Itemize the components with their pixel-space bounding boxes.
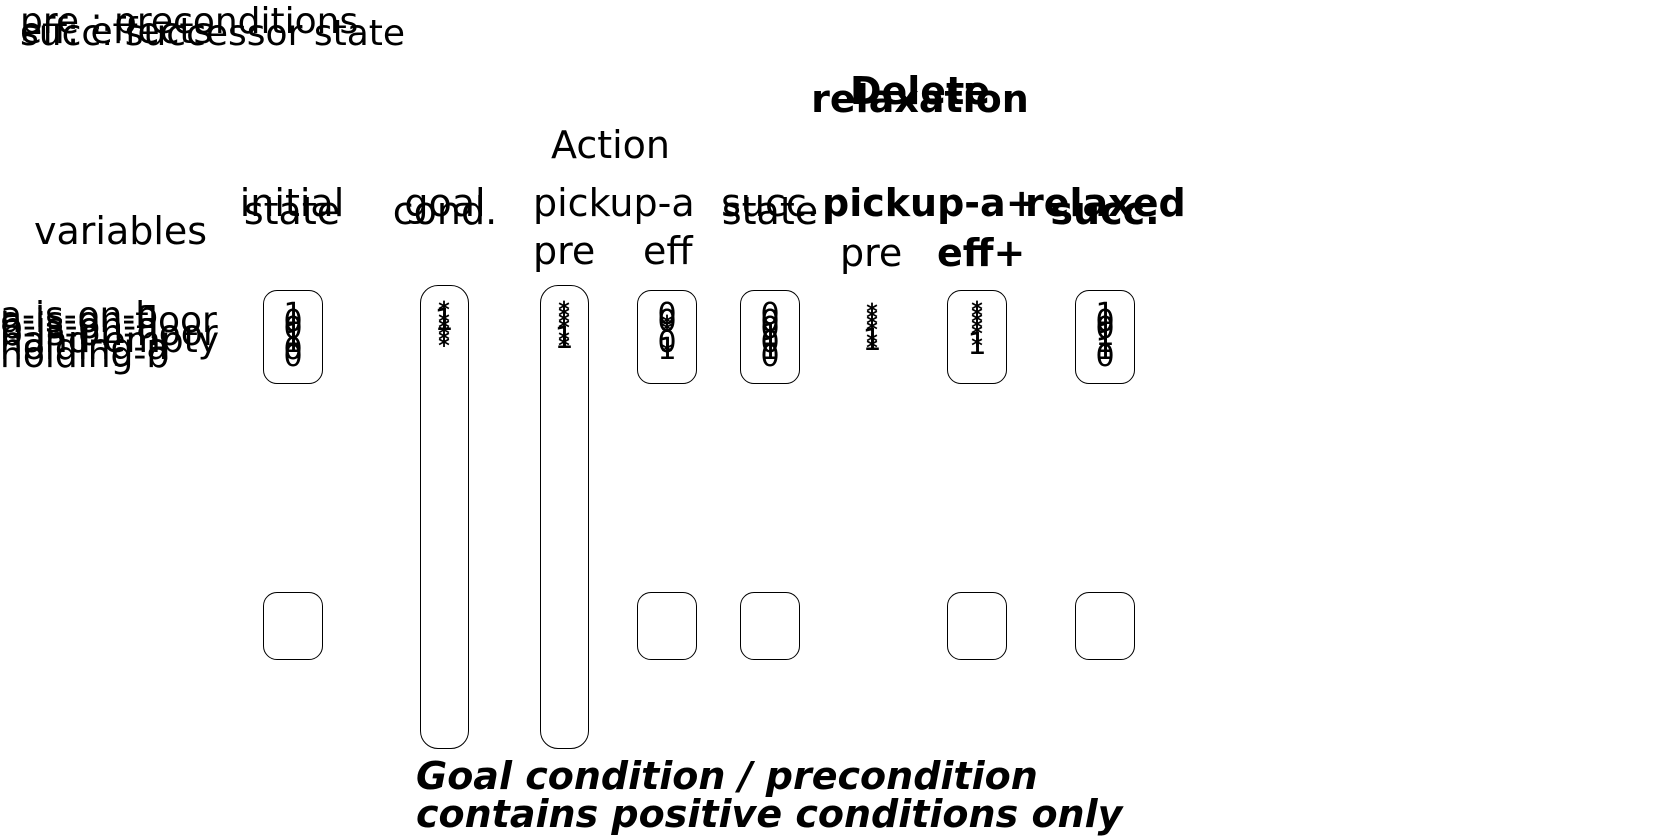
pickup-pre-cell: * [558, 328, 570, 353]
note-line2: contains positive conditions only [416, 792, 1123, 836]
relaxed-pre-cell: 1 [862, 323, 882, 358]
note-line1: Goal condition / precondition [416, 754, 1038, 798]
pickup-eff-cell: 1 [657, 332, 677, 367]
relaxed-pre-cell: * [866, 300, 878, 325]
relaxed-eff-header: eff+ [937, 231, 1026, 275]
pickup-pre-cell: * [558, 334, 570, 359]
pickup-pre-cell: * [558, 310, 570, 335]
pickup-eff-cell: 0 [657, 304, 677, 339]
relaxed-eff-cell: 1 [967, 327, 987, 362]
relaxed-succ-cell: 1 [1095, 332, 1115, 367]
relaxed-succ-box [1075, 290, 1135, 384]
initial-state-header-2: state [243, 189, 341, 233]
relaxed-succ-cell: 0 [1095, 304, 1115, 339]
succ-state-header-1: succ. [721, 181, 819, 225]
goal-cond-cell: * [438, 334, 450, 359]
relaxed-succ-header-2: succ. [1050, 189, 1160, 233]
relaxed-eff-lower-box [947, 592, 1007, 660]
initial-state-lower-box [263, 592, 323, 660]
succ-state-cell: 0 [760, 297, 780, 332]
relaxed-eff-cell: * [971, 322, 983, 347]
pickup-eff-cell: 0 [657, 325, 677, 360]
legend-eff: eff: effects [20, 11, 213, 52]
initial-state-cell: 0 [283, 304, 303, 339]
action-header: Action [551, 123, 671, 167]
goal-cond-cell: * [438, 316, 450, 341]
goal-cond-box [420, 285, 469, 749]
succ-state-lower-box [740, 592, 800, 660]
pickup-eff-header: eff [643, 229, 693, 273]
goal-cond-cell: * [438, 322, 450, 347]
variable-label: hand-empty [0, 320, 220, 361]
relaxed-eff-cell: * [971, 304, 983, 329]
initial-state-cell: 0 [283, 339, 303, 374]
pickup-pre-cell: 1 [554, 321, 574, 356]
delete-relaxation-line2: relaxation [811, 77, 1029, 121]
relaxed-succ-lower-box [1075, 592, 1135, 660]
relaxed-eff-cell: * [971, 316, 983, 341]
relaxed-eff-cell: * [971, 334, 983, 359]
pickup-eff-cell: * [661, 319, 673, 344]
pickup-pre-cell: * [558, 304, 570, 329]
goal-cond-header-2: cond. [392, 189, 498, 233]
initial-state-box [263, 290, 323, 384]
goal-cond-cell: * [438, 298, 450, 323]
pickup-eff-box [637, 290, 697, 384]
variable-label: holding-b [0, 335, 170, 376]
relaxed-eff-cell: * [971, 298, 983, 323]
relaxed-action-header: pickup-a+ [822, 181, 1038, 225]
succ-state-cell: 0 [760, 339, 780, 374]
variable-label: a-is-on-b [0, 295, 159, 336]
pickup-eff-cell: 0 [657, 297, 677, 332]
variable-label: holding-a [0, 327, 169, 368]
succ-state-cell: 0 [760, 311, 780, 346]
pickup-pre-header-2: pre [533, 229, 596, 273]
relaxed-eff-box [947, 290, 1007, 384]
legend-pre: pre : preconditions [20, 1, 359, 42]
relaxed-pre-header: pre [840, 231, 903, 275]
succ-state-cell: 0 [760, 325, 780, 360]
pickup-eff-lower-box [637, 592, 697, 660]
succ-state-cell: 1 [760, 332, 780, 367]
variable-label: b-is-on-a [0, 306, 159, 347]
pickup-pre-header-1: pickup-a [533, 181, 695, 225]
succ-state-box [740, 290, 800, 384]
goal-cond-header-1: goal [404, 181, 486, 225]
delete-relaxation-line1: Delete [849, 69, 991, 113]
variable-label: a-is-on-floor [0, 300, 217, 341]
relaxed-pre-cell: * [866, 330, 878, 355]
initial-state-cell: 1 [283, 297, 303, 332]
relaxed-pre-cell: * [866, 336, 878, 361]
goal-cond-cell: * [438, 310, 450, 335]
pickup-pre-cell: * [558, 316, 570, 341]
relaxed-succ-cell: 1 [1095, 297, 1115, 332]
relaxed-succ-cell: 1 [1095, 318, 1115, 353]
relaxed-succ-cell: 0 [1095, 339, 1115, 374]
pickup-eff-cell: * [661, 312, 673, 337]
relaxed-pre-cell: * [866, 306, 878, 331]
variable-label: b-is-on-floor [0, 313, 218, 354]
variables-header: variables [34, 209, 208, 253]
succ-state-header-2: state [721, 189, 819, 233]
initial-state-cell: 1 [283, 325, 303, 360]
goal-cond-cell: * [438, 328, 450, 353]
goal-cond-cell: 1 [434, 303, 454, 338]
succ-state-cell: 0 [760, 304, 780, 339]
relaxed-succ-cell: 0 [1095, 311, 1115, 346]
initial-state-cell: 0 [283, 332, 303, 367]
succ-state-cell: 1 [760, 318, 780, 353]
relaxed-eff-cell: * [971, 310, 983, 335]
initial-state-cell: 0 [283, 311, 303, 346]
initial-state-cell: 1 [283, 318, 303, 353]
relaxed-succ-header-1: relaxed [1025, 181, 1186, 225]
legend-succ: succ: successor state [20, 13, 406, 54]
initial-state-header-1: initial [239, 181, 345, 225]
pickup-eff-cell: * [661, 340, 673, 365]
relaxed-pre-cell: * [866, 312, 878, 337]
pickup-pre-box [540, 285, 589, 749]
relaxed-succ-cell: 1 [1095, 325, 1115, 360]
relaxed-pre-cell: * [866, 318, 878, 343]
pickup-pre-cell: * [558, 298, 570, 323]
